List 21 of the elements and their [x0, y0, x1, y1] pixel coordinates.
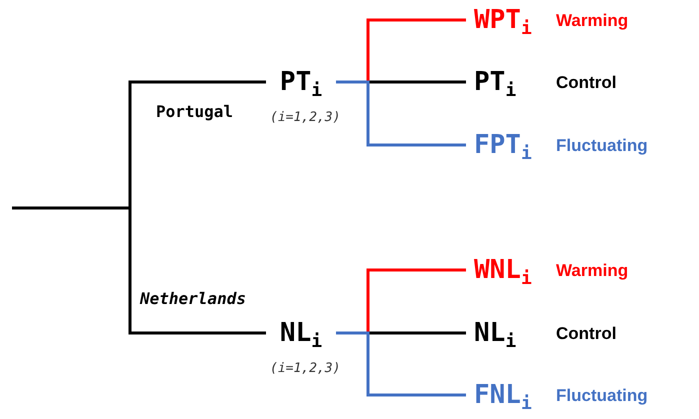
branch-line [12, 206, 266, 334]
node-label: FPT$_{i}$ [473, 132, 532, 158]
condition-label: Fluctuating [556, 135, 648, 157]
node-label: NL$_{i}$ [280, 320, 322, 346]
condition-label: Warming [556, 10, 628, 32]
node-label: PT$_{i}$ [473, 69, 516, 95]
condition-label: Fluctuating [556, 385, 648, 407]
condition-label: Warming [556, 260, 628, 282]
node-label: FNL$_{i}$ [473, 382, 532, 408]
node-label: NL$_{i}$ [473, 320, 516, 346]
edge-label: Netherlands [140, 288, 246, 310]
replicate-note: (i=1,2,3) [270, 360, 340, 378]
branch-line [336, 332, 466, 396]
node-label: WNL$_{i}$ [473, 257, 532, 283]
node-label: PT$_{i}$ [280, 69, 322, 95]
node-label: WPT$_{i}$ [473, 7, 532, 33]
edge-label: Portugal [156, 101, 234, 123]
replicate-note: (i=1,2,3) [270, 109, 340, 127]
branch-line [336, 80, 466, 146]
condition-label: Control [556, 323, 616, 345]
condition-label: Control [556, 72, 616, 94]
